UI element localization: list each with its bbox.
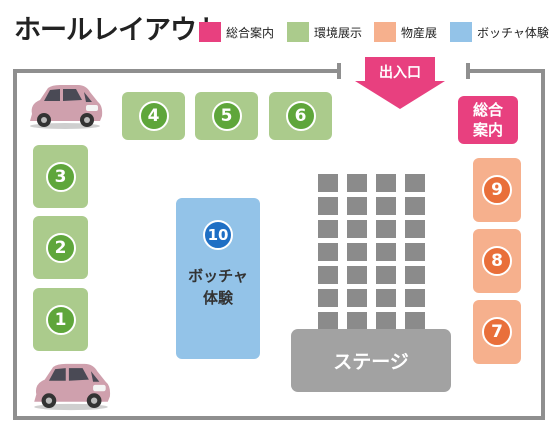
seat xyxy=(318,220,338,238)
seat xyxy=(318,312,338,330)
seat xyxy=(347,174,367,192)
seat xyxy=(405,174,425,192)
seat xyxy=(347,220,367,238)
booth-4-number: 4 xyxy=(138,101,169,131)
legend-swatch-environment xyxy=(287,22,309,42)
seat xyxy=(376,197,396,215)
info-desk-label-line2: 案内 xyxy=(472,121,503,139)
boccia-label-line1: ボッチャ xyxy=(188,267,248,285)
seat xyxy=(405,197,425,215)
seat xyxy=(376,220,396,238)
legend-swatch-boccia xyxy=(450,22,472,42)
seat xyxy=(318,266,338,284)
entrance-label: 出入口 xyxy=(379,65,421,81)
entrance-post-left xyxy=(337,63,341,79)
booth-2-number: 2 xyxy=(45,232,76,263)
entrance-post-right xyxy=(466,63,470,79)
booth-3: 3 xyxy=(33,145,88,208)
down-arrow-icon xyxy=(355,57,445,109)
legend-label-market: 物産展 xyxy=(401,25,438,40)
hall-wall-top-right xyxy=(468,69,545,73)
seat xyxy=(347,289,367,307)
seat xyxy=(405,266,425,284)
stage: ステージ xyxy=(291,329,451,392)
legend-label-environment: 環境展示 xyxy=(314,25,363,40)
seat xyxy=(347,197,367,215)
boccia-label: ボッチャ 体験 xyxy=(176,265,260,309)
legend-item-boccia: ボッチャ体験 xyxy=(450,22,549,42)
legend-swatch-info xyxy=(199,22,221,42)
info-desk: 総合 案内 xyxy=(458,96,518,144)
legend-swatch-market xyxy=(374,22,396,42)
legend-item-market: 物産展 xyxy=(374,22,437,42)
seat xyxy=(405,289,425,307)
booth-9-number: 9 xyxy=(482,175,512,205)
booth-8: 8 xyxy=(473,229,521,293)
page-title: ホールレイアウト xyxy=(14,15,223,46)
car-icon xyxy=(30,85,103,129)
info-desk-label-line1: 総合 xyxy=(472,101,503,119)
seat xyxy=(347,243,367,261)
booth-1-number: 1 xyxy=(45,304,76,335)
booth-5: 5 xyxy=(195,92,258,140)
seat xyxy=(405,220,425,238)
booth-7: 7 xyxy=(473,300,521,364)
car-icon-bottom xyxy=(34,363,111,411)
booth-7-number: 7 xyxy=(482,317,512,347)
booth-3-number: 3 xyxy=(45,161,76,192)
booth-1: 1 xyxy=(33,288,88,351)
seat xyxy=(376,312,396,330)
hall-wall-top-left xyxy=(13,69,340,73)
seat xyxy=(405,243,425,261)
seat xyxy=(318,174,338,192)
booth-9: 9 xyxy=(473,158,521,222)
booth-6-number: 6 xyxy=(285,101,316,131)
booth-8-number: 8 xyxy=(482,246,512,276)
entrance-arrow: 出入口 xyxy=(355,57,445,109)
seat xyxy=(347,312,367,330)
boccia-label-line2: 体験 xyxy=(202,289,233,307)
booth-4: 4 xyxy=(122,92,185,140)
seat xyxy=(318,197,338,215)
seat xyxy=(405,312,425,330)
legend-item-environment: 環境展示 xyxy=(287,22,362,42)
legend-item-info: 総合案内 xyxy=(199,22,274,42)
seat xyxy=(376,289,396,307)
seat xyxy=(376,266,396,284)
legend-label-info: 総合案内 xyxy=(226,25,275,40)
booth-10-number: 10 xyxy=(203,220,233,250)
seat xyxy=(376,174,396,192)
seat xyxy=(318,243,338,261)
legend-label-boccia: ボッチャ体験 xyxy=(477,25,549,40)
booth-10-boccia: 10 ボッチャ 体験 xyxy=(176,198,260,359)
booth-5-number: 5 xyxy=(211,101,242,131)
hall-outline xyxy=(13,69,545,420)
seat xyxy=(376,243,396,261)
seat xyxy=(318,289,338,307)
booth-2: 2 xyxy=(33,216,88,279)
seat xyxy=(347,266,367,284)
booth-6: 6 xyxy=(269,92,332,140)
